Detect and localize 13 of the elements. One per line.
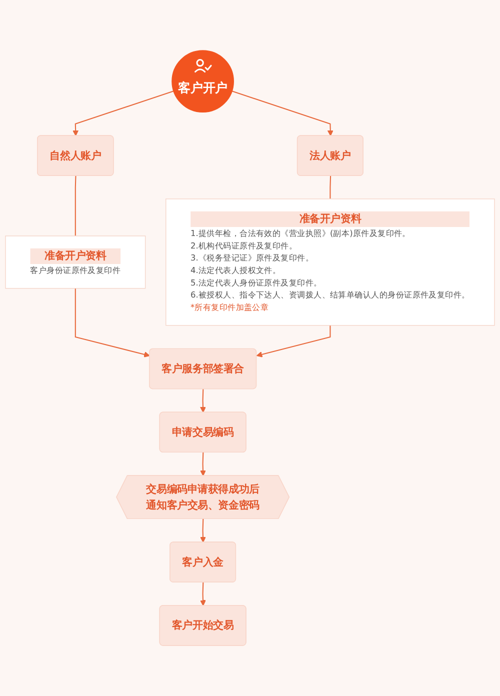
connector	[330, 176, 332, 199]
arrow	[74, 288, 150, 358]
arrow	[200, 452, 206, 476]
node-box: 准备开户资料 客户身份证原件及复印件	[5, 236, 146, 289]
arrow	[200, 582, 206, 606]
arrow	[200, 389, 206, 413]
arrow	[200, 519, 206, 543]
arrow	[256, 325, 331, 358]
arrow	[72, 90, 174, 136]
connector	[74, 176, 76, 236]
arrow	[232, 90, 334, 136]
node-circle: 客户开户	[172, 50, 234, 113]
node-box: 准备开户资料 1.提供年检，合法有效的《营业执照》(副本)原件及复印件。 2.机构代码证原件及复印件。 3.《税务登记证》原件及复印件。 4.法定代表人授权文件。 5.法定代表人身份证原件及复印件。 6.被授权人、指令下达人、资调拨人、结算单确认人的身份证原件及复印件。 *所有复印件加盖公章	[166, 198, 495, 326]
